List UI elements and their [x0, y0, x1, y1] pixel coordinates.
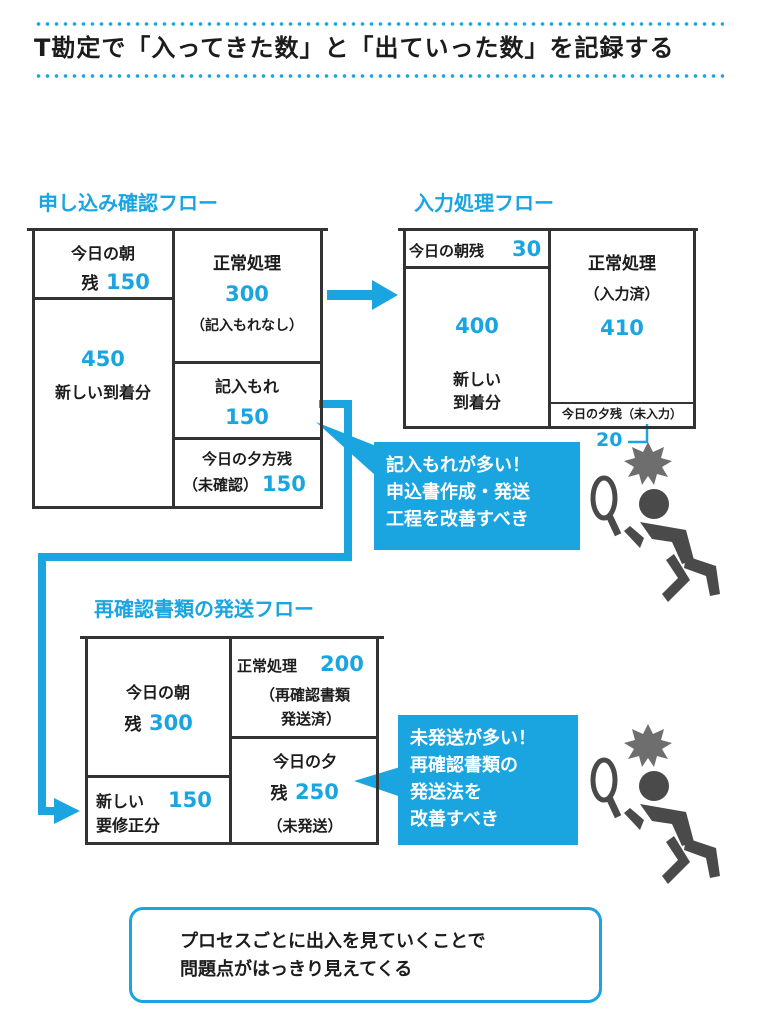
flow3-normal-value: 200	[320, 652, 364, 676]
bottom-dotted-rule	[34, 74, 724, 78]
flow1-normal-value: 300	[225, 282, 269, 306]
flow2-new-label-1: 新しい	[452, 370, 501, 389]
flow2-new-value: 400	[455, 314, 499, 338]
callout2: 未発送が多い！ 再確認書類の 発送法を 改善すべき	[398, 715, 578, 845]
flow2-title: 入力処理フロー	[414, 191, 554, 215]
detective-figure-icon	[590, 442, 720, 602]
flow3-title: 再確認書類の発送フロー	[94, 597, 314, 621]
callout2-line2: 再確認書類の	[410, 755, 518, 776]
flow3-morning-value: 300	[149, 711, 193, 735]
flow3-evening-label: 今日の夕	[272, 752, 337, 771]
flow1-evening-value: 150	[262, 472, 306, 496]
connector-arrow-icon	[38, 400, 352, 824]
magnifying-glass-icon	[590, 475, 622, 537]
flow3-new-label-1: 新しい	[96, 792, 145, 811]
flow3-morning-prefix: 残	[124, 715, 142, 735]
flow2-normal-label: 正常処理	[588, 254, 656, 274]
flow1-morning-label: 今日の朝	[70, 244, 135, 263]
flow2-morning-label: 今日の朝残	[409, 242, 485, 260]
flow3-evening-value: 250	[295, 780, 339, 804]
flow1-new-label: 新しい到着分	[54, 383, 151, 402]
flow1-omission-label: 記入もれ	[214, 377, 279, 396]
flow2-evening-label: 今日の夕残（未入力）	[561, 407, 682, 421]
summary-line1: プロセスごとに出入を見ていくことで	[180, 931, 486, 952]
arrow-right-icon	[327, 280, 398, 310]
callout2-line4: 改善すべき	[410, 809, 499, 830]
flow2-normal-value: 410	[600, 316, 644, 340]
flow3-new-label-2: 要修正分	[96, 816, 161, 835]
detective-figure-icon	[590, 724, 720, 884]
flow3-evening-note: （未発送）	[267, 817, 343, 835]
page-title: T勘定で「入ってきた数」と「出ていった数」を記録する	[34, 34, 675, 62]
flow1-evening-note: （未確認）	[183, 476, 259, 494]
callout1-pointer	[316, 422, 386, 485]
callout2-line3: 発送法を	[410, 782, 482, 803]
flow1-evening-label: 今日の夕方残	[201, 450, 292, 468]
flow3-morning-label: 今日の朝	[125, 683, 190, 702]
flow1-normal-label: 正常処理	[213, 254, 281, 274]
callout1-line1: 記入もれが多い！	[386, 455, 530, 476]
callout2-pointer	[354, 764, 410, 800]
flow1-normal-note: （記入もれなし）	[191, 318, 303, 334]
alert-burst-icon	[624, 724, 672, 767]
flow1-omission-value: 150	[225, 405, 269, 429]
flow2-new-label-2: 到着分	[452, 393, 501, 412]
top-dotted-rule	[34, 22, 724, 26]
flow2-morning-value: 30	[512, 237, 542, 261]
flow3-new-value: 150	[168, 788, 212, 812]
alert-burst-icon	[624, 442, 672, 485]
summary-line2: 問題点がはっきり見えてくる	[180, 959, 413, 980]
flow2-normal-note: （入力済）	[584, 285, 660, 303]
flow1-morning-prefix: 残	[81, 274, 99, 294]
magnifying-glass-icon	[590, 757, 622, 819]
flow3-evening-prefix: 残	[270, 784, 288, 804]
flow1-title: 申し込み確認フロー	[38, 191, 218, 215]
flow1-morning-value: 150	[106, 270, 150, 294]
summary-box: プロセスごとに出入を見ていくことで 問題点がはっきり見えてくる	[129, 907, 602, 1003]
evening-remainder-bracket	[628, 424, 649, 444]
callout1: 記入もれが多い！ 申込書作成・発送 工程を改善すべき	[374, 442, 580, 550]
flow3-normal-label: 正常処理	[237, 657, 298, 675]
flow3-normal-note-2: 発送済）	[280, 710, 341, 728]
callout2-line1: 未発送が多い！	[410, 728, 536, 749]
callout1-line3: 工程を改善すべき	[386, 509, 529, 530]
flow3-normal-note-1: （再確認書類	[259, 686, 350, 704]
flow1-new-value: 450	[81, 347, 125, 371]
callout1-line2: 申込書作成・発送	[386, 482, 530, 503]
flow2-evening-value: 20	[596, 429, 623, 451]
